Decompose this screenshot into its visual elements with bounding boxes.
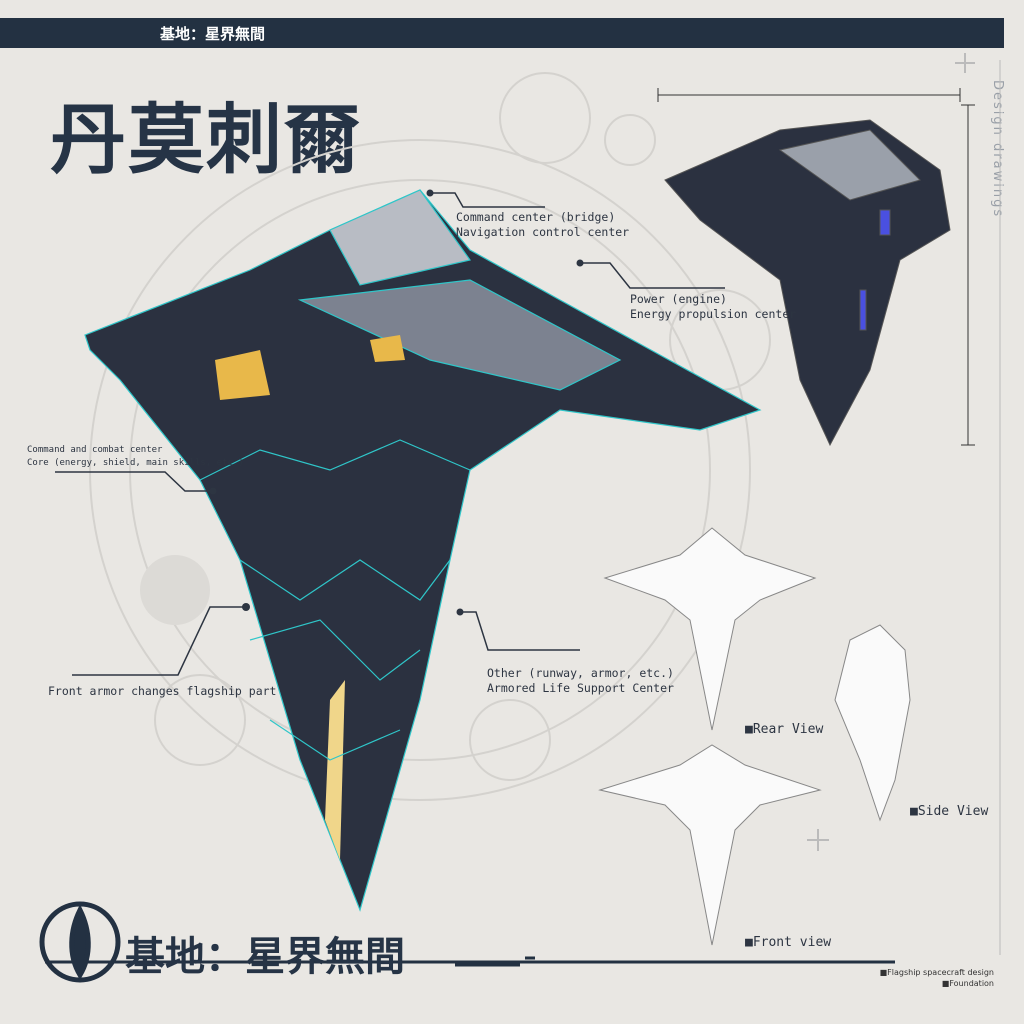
front-view-drawing xyxy=(598,744,822,946)
callout-life-support: Other (runway, armor, etc.)Armored Life … xyxy=(487,666,674,695)
credit-foundation: ■Foundation xyxy=(941,979,994,988)
crosshairs xyxy=(807,53,975,851)
background-circles xyxy=(89,72,771,801)
main-ship xyxy=(84,189,762,912)
front-view-label: ■Front view xyxy=(745,935,832,950)
side-view-label: ■Side View xyxy=(910,804,989,819)
rear-view-drawing xyxy=(603,527,817,731)
grey-disc xyxy=(140,555,210,625)
dimension-lines xyxy=(45,60,1001,964)
base-label: 基地：星界無間 xyxy=(160,25,266,43)
callout-engine: Power (engine)Energy propulsion center xyxy=(630,292,797,321)
base-logo-icon xyxy=(39,901,121,983)
design-drawings-label: Design drawings xyxy=(990,80,1005,219)
callout-front-armor: Front armor changes flagship part xyxy=(48,684,277,698)
footer-base-name: 基地：星界無間 xyxy=(125,934,405,980)
top-banner: 基地：星界無間 xyxy=(0,18,1004,48)
credit-design: ■Flagship spacecraft design xyxy=(879,968,994,977)
page-title: 丹莫刺爾 xyxy=(50,95,362,184)
side-view-drawing xyxy=(834,624,911,822)
line-drawings xyxy=(598,527,911,946)
perspective-ship xyxy=(664,119,951,447)
callout-lines xyxy=(55,192,725,676)
callout-bridge: Command center (bridge)Navigation contro… xyxy=(456,210,630,239)
rear-view-label: ■Rear View xyxy=(745,722,824,737)
